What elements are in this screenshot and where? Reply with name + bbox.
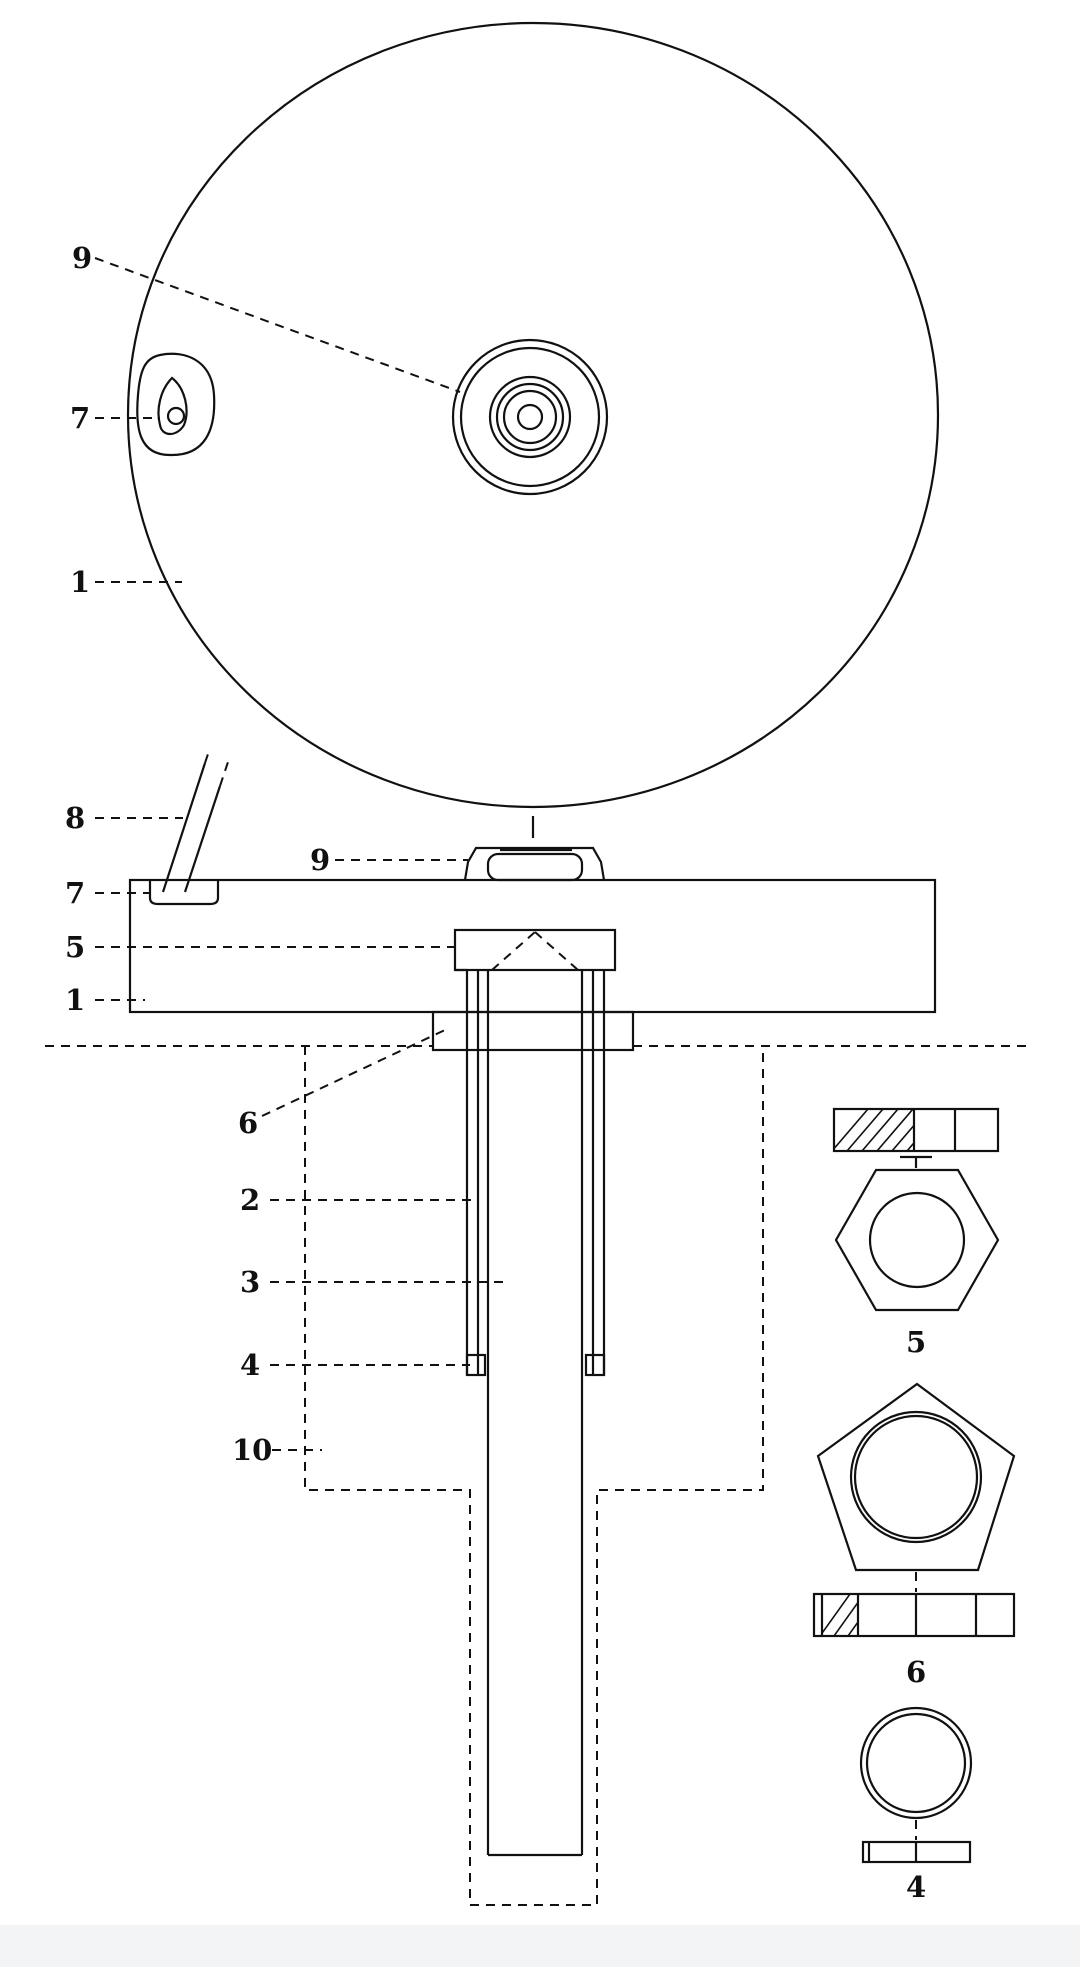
leader-side-6 bbox=[261, 1029, 446, 1117]
nut-detail-side bbox=[832, 1107, 1000, 1153]
label-side-6: 6 bbox=[238, 1106, 258, 1140]
cone-right bbox=[534, 931, 579, 971]
plate-outline bbox=[126, 21, 940, 809]
ring-detail-outer bbox=[859, 1706, 973, 1820]
label-top-1: 1 bbox=[70, 565, 90, 599]
label-top-9: 9 bbox=[72, 241, 92, 275]
detail-collar: 6 bbox=[812, 1382, 1016, 1689]
hub-ring-2 bbox=[459, 346, 601, 488]
pit-outline bbox=[304, 1046, 764, 1906]
ring-detail-inner bbox=[865, 1712, 967, 1814]
label-side-5: 5 bbox=[65, 930, 85, 964]
nut-detail-hexagon bbox=[834, 1168, 1000, 1312]
label-detail-6: 6 bbox=[906, 1655, 926, 1689]
socket-section bbox=[148, 880, 220, 906]
socket-hole bbox=[166, 406, 186, 426]
label-side-2: 2 bbox=[240, 1183, 260, 1217]
label-detail-5: 5 bbox=[906, 1325, 926, 1359]
collar-detail-bore-inner bbox=[853, 1414, 979, 1540]
label-top-7: 7 bbox=[70, 401, 90, 435]
collar-hatch bbox=[822, 1594, 858, 1636]
label-side-9: 9 bbox=[310, 843, 330, 877]
nut-section bbox=[453, 928, 617, 972]
plate-section bbox=[128, 878, 937, 1014]
hub-ring-4 bbox=[495, 382, 565, 452]
nut-hatch bbox=[834, 1109, 914, 1151]
boss-window bbox=[486, 852, 584, 882]
hub-center-hole bbox=[516, 403, 544, 431]
nut-detail-bore bbox=[868, 1191, 966, 1289]
handle-edge-right bbox=[183, 785, 222, 893]
label-side-1: 1 bbox=[65, 983, 85, 1017]
detail-ring: 4 bbox=[859, 1706, 973, 1904]
label-side-3: 3 bbox=[240, 1265, 260, 1299]
label-side-4: 4 bbox=[240, 1348, 260, 1382]
label-detail-4: 4 bbox=[906, 1870, 926, 1904]
handle-continue-left bbox=[204, 747, 211, 764]
hub-outer-ring bbox=[451, 338, 609, 496]
socket-outline bbox=[136, 352, 216, 457]
handle-continue-right bbox=[219, 755, 231, 787]
label-side-8: 8 bbox=[65, 801, 85, 835]
label-side-10: 10 bbox=[232, 1433, 272, 1467]
hub-ring-3 bbox=[488, 375, 572, 459]
collar-detail-bore-outer bbox=[849, 1410, 983, 1544]
top-view: 9 7 1 bbox=[70, 21, 940, 809]
detail-nut: 5 bbox=[832, 1107, 1000, 1359]
cone-left bbox=[491, 931, 536, 971]
collar-detail-side bbox=[812, 1592, 1016, 1638]
side-view: 8 9 7 5 1 6 2 3 4 10 bbox=[45, 747, 1030, 1906]
hub-ring-5 bbox=[502, 389, 558, 445]
socket-inner bbox=[157, 376, 188, 436]
leader-top-9 bbox=[94, 257, 461, 393]
collar-section bbox=[431, 1010, 635, 1052]
handle-edge-left bbox=[161, 762, 207, 893]
ring-right bbox=[584, 1353, 606, 1377]
label-side-7: 7 bbox=[65, 876, 85, 910]
boss-outline bbox=[463, 846, 606, 881]
footer-band bbox=[0, 1925, 1080, 1967]
collar-detail-pentagon bbox=[816, 1382, 1016, 1572]
